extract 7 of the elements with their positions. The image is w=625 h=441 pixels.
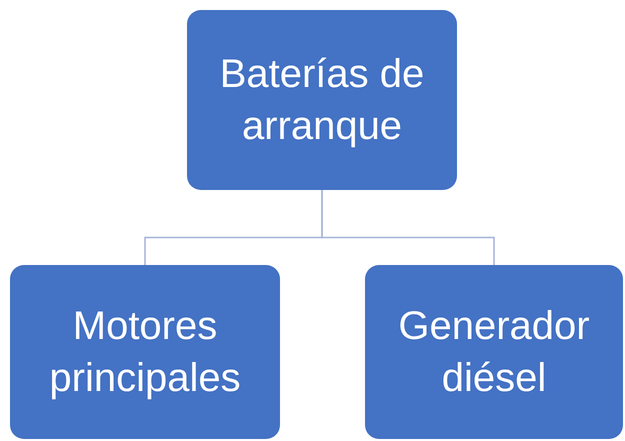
process-box — [10, 265, 280, 439]
box-label: Baterías de arranque — [218, 51, 426, 150]
process-box — [187, 10, 457, 190]
box-label: Motores principales — [48, 303, 242, 402]
connector-line — [321, 190, 495, 265]
process-box — [365, 265, 623, 439]
box-label: Generador diésel — [397, 303, 591, 402]
